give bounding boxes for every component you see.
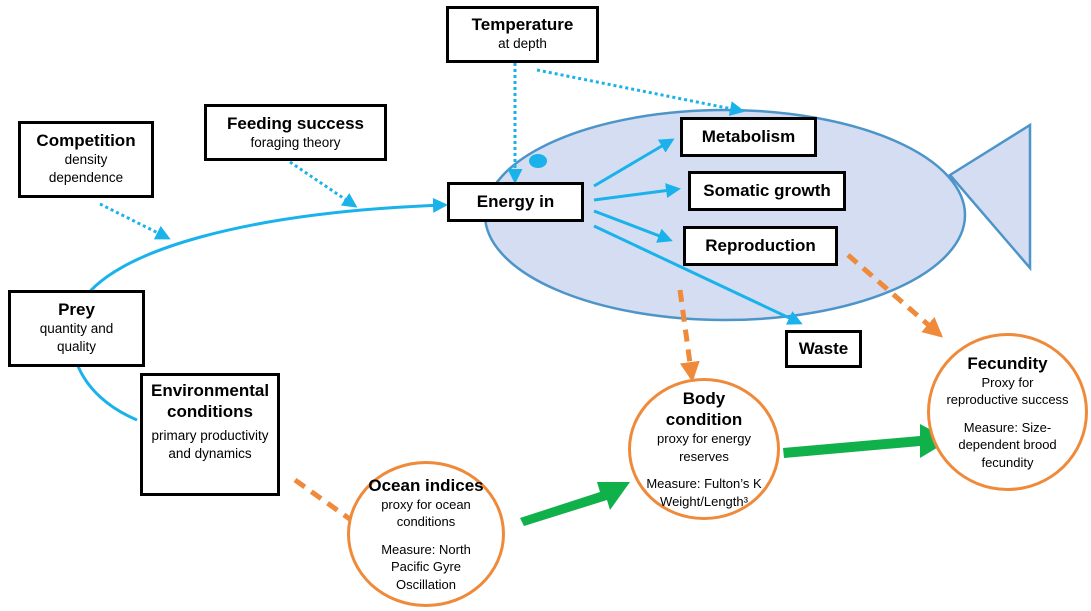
somatic-growth-label: Somatic growth — [703, 181, 831, 201]
body-condition-subtitle: proxy for energy reserves — [657, 431, 751, 464]
metabolism-label: Metabolism — [701, 127, 796, 147]
body-condition-title: Body condition — [665, 388, 743, 429]
body-condition-measure: Measure: Fulton’s K Weight/Length³ — [646, 476, 762, 509]
feeding-success-title: Feeding success — [226, 114, 364, 133]
waste-label: Waste — [798, 339, 849, 359]
reproduction-to-fecundity-arrow — [846, 253, 944, 338]
fecundity-measure: Measure: Size-dependent brood fecundity — [958, 419, 1057, 470]
env-to-ocean-arrow — [293, 477, 372, 535]
environmental-conditions-title: Environmental conditions — [151, 381, 270, 422]
arrow-to-reproduction — [593, 209, 673, 243]
ocean-indices-title: Ocean indices — [368, 475, 484, 495]
fecundity-circle: Fecundity Proxy for reproductive success… — [927, 333, 1088, 491]
competition-subtitle: density dependence — [48, 152, 124, 186]
temperature-metabolism-arrow — [536, 68, 745, 117]
temperature-title: Temperature — [471, 15, 574, 34]
energy-in-label: Energy in — [476, 192, 555, 212]
fish-tail — [948, 122, 1032, 272]
energy-in-box: Energy in — [447, 182, 584, 222]
metabolism-box: Metabolism — [680, 117, 817, 157]
fecundity-subtitle: Proxy for reproductive success — [946, 374, 1069, 408]
fish-shape — [483, 108, 1032, 322]
feeding-success-box: Feeding success foraging theory — [204, 104, 387, 161]
prey-title: Prey — [58, 300, 95, 319]
temperature-box: Temperature at depth — [446, 6, 599, 63]
feeding-success-subtitle: foraging theory — [250, 135, 341, 151]
arrow-to-metabolism — [593, 138, 675, 188]
reproduction-label: Reproduction — [705, 236, 816, 256]
reproduction-box: Reproduction — [683, 226, 838, 266]
arrow-to-waste — [593, 224, 803, 325]
somatic-growth-box: Somatic growth — [688, 171, 846, 211]
prey-subtitle: quantity and quality — [39, 321, 114, 355]
competition-title: Competition — [36, 131, 136, 150]
body-condition-circle: Body condition proxy for energy reserves… — [628, 378, 780, 520]
energy-loop-curve — [70, 197, 448, 422]
competition-box: Competition density dependence — [18, 121, 154, 198]
feeding-arrow — [289, 160, 358, 208]
environmental-conditions-subtitle: primary productivity and dynamics — [151, 427, 269, 461]
competition-arrow — [99, 202, 171, 240]
body-to-fecundity-arrow — [783, 424, 950, 458]
environmental-conditions-box: Environmental conditions primary product… — [140, 373, 280, 496]
temperature-subtitle: at depth — [498, 36, 547, 52]
ocean-to-body-arrow — [520, 482, 630, 526]
waste-box: Waste — [785, 330, 862, 368]
arrow-to-somatic-growth — [593, 183, 681, 202]
ocean-indices-measure: Measure: North Pacific Gyre Oscillation — [381, 541, 471, 592]
fecundity-title: Fecundity — [967, 353, 1048, 373]
fish-eye — [529, 154, 547, 168]
ocean-indices-circle: Ocean indices proxy for ocean conditions… — [347, 461, 505, 607]
prey-box: Prey quantity and quality — [8, 290, 145, 367]
ocean-indices-subtitle: proxy for ocean conditions — [381, 496, 471, 530]
fish-to-body-arrow — [677, 289, 700, 382]
